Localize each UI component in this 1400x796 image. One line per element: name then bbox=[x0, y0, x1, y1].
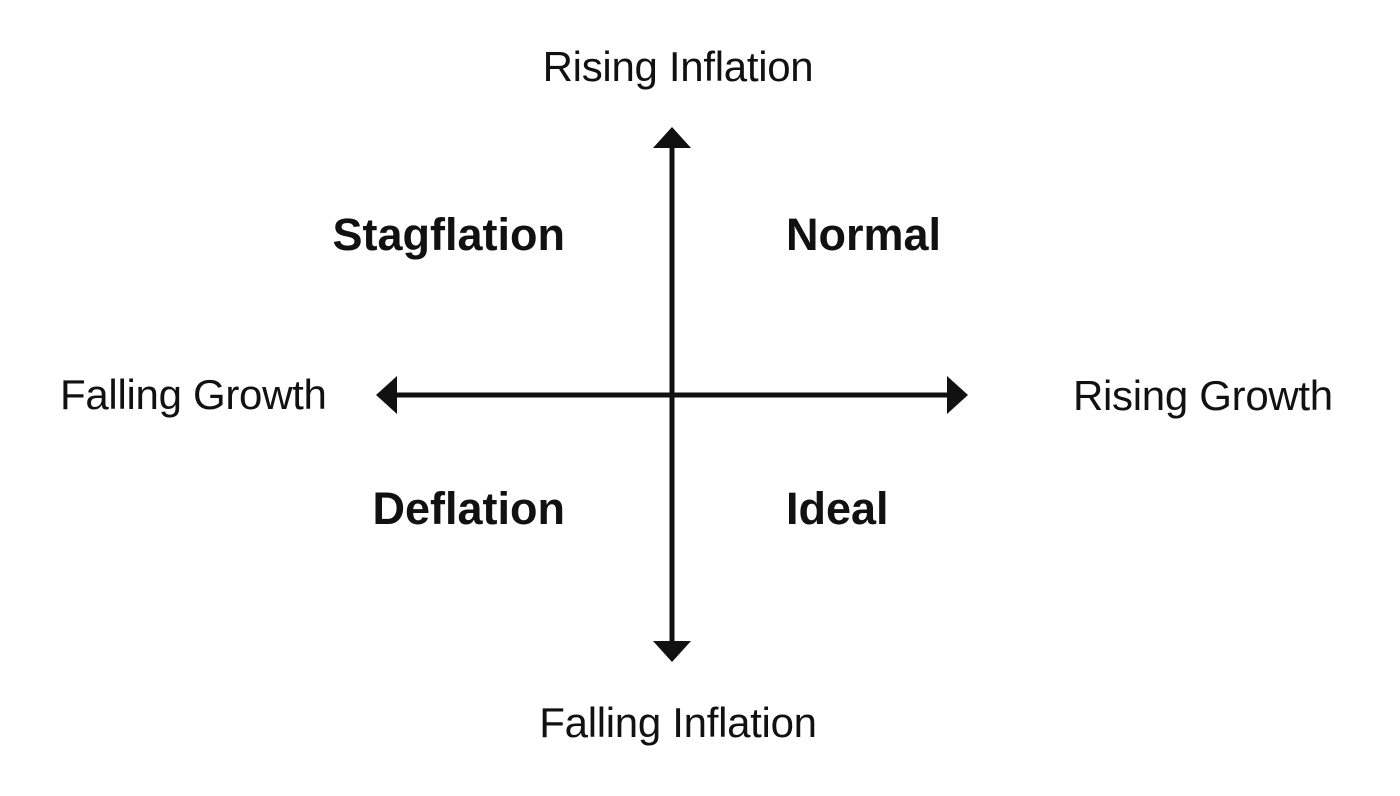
quadrant-label-bottom-left: Deflation bbox=[372, 483, 565, 534]
arrow-up-icon bbox=[653, 127, 691, 148]
arrow-right-icon bbox=[947, 376, 968, 414]
arrow-down-icon bbox=[653, 641, 691, 662]
axis-label-bottom: Falling Inflation bbox=[539, 699, 817, 746]
quadrant-label-top-right: Normal bbox=[786, 209, 942, 260]
axis-label-right: Rising Growth bbox=[1073, 372, 1333, 419]
quadrant-label-bottom-right: Ideal bbox=[786, 483, 889, 534]
quadrant-label-top-left: Stagflation bbox=[332, 209, 566, 260]
axis-label-top: Rising Inflation bbox=[542, 43, 814, 90]
axis-label-left: Falling Growth bbox=[60, 371, 327, 418]
arrow-left-icon bbox=[376, 376, 397, 414]
